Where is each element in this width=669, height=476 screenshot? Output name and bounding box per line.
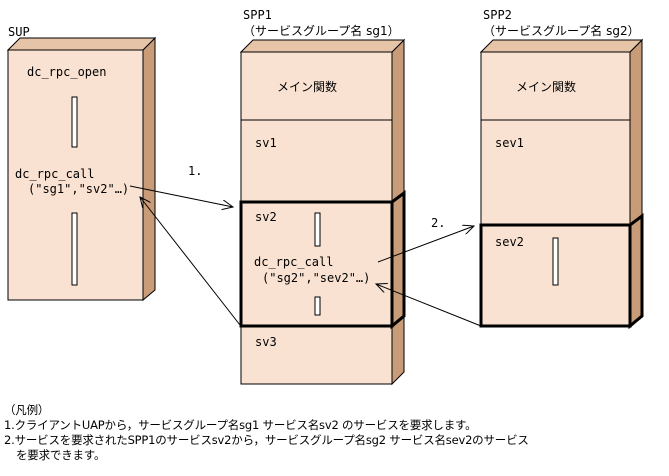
spp2-sev2-highlight	[479, 213, 644, 330]
sup-call-line1: dc_rpc_call	[15, 167, 94, 181]
arrow-step1-label: 1.	[188, 164, 202, 178]
spp1-process-bar-1	[314, 212, 321, 247]
sup-box	[6, 36, 157, 302]
spp1-service-sv2: sv2	[255, 210, 277, 224]
spp1-process-bar-2	[314, 296, 321, 316]
spp1-service-sv1: sv1	[255, 136, 277, 150]
sup-process-bar-2	[71, 212, 78, 286]
sup-title: SUP	[8, 25, 30, 39]
sup-process-bar-1	[71, 96, 78, 148]
arrow-step1-request	[129, 185, 233, 207]
spp2-process-bar	[552, 237, 559, 286]
spp2-main-function: メイン関数	[516, 79, 576, 94]
spp1-main-function: メイン関数	[277, 79, 337, 94]
spp2-subtitle: （サービスグループ名 sg2）	[483, 23, 640, 38]
spp1-service-sv3: sv3	[255, 335, 277, 349]
rpc-diagram: SUP dc_rpc_open dc_rpc_call ("sg1","sv2"…	[6, 8, 644, 386]
spp1-call-line1: dc_rpc_call	[254, 255, 333, 269]
spp1-call-line2: ("sg2","sev2"…)	[262, 271, 370, 285]
legend-item-2-continued: を要求できます。	[16, 448, 106, 462]
legend-item-1: 1.クライアントUAPから，サービスグループ名sg1 サービス名sv2 のサービ…	[4, 418, 477, 432]
spp2-service-sev2: sev2	[495, 235, 524, 249]
arrow-step2-return	[376, 284, 482, 327]
spp1-subtitle: （サービスグループ名 sg1）	[243, 23, 400, 38]
arrow-step1-return	[140, 197, 241, 326]
legend-heading: （凡例）	[4, 403, 50, 417]
legend: （凡例） 1.クライアントUAPから，サービスグループ名sg1 サービス名sv2…	[4, 403, 664, 463]
sup-open-call: dc_rpc_open	[27, 65, 106, 79]
spp2-service-sev1: sev1	[495, 136, 524, 150]
spp2-title: SPP2	[483, 8, 512, 22]
spp1-title: SPP1	[243, 8, 272, 22]
arrow-step2-label: 2.	[431, 216, 445, 230]
arrow-step2-request	[377, 226, 474, 263]
spp1-sv2-highlight	[239, 190, 406, 330]
legend-item-2: 2.サービスを要求されたSPP1のサービスsv2から，サービスグループ名sg2 …	[4, 433, 529, 447]
sup-call-line2: ("sg1","sv2"…)	[28, 182, 129, 196]
